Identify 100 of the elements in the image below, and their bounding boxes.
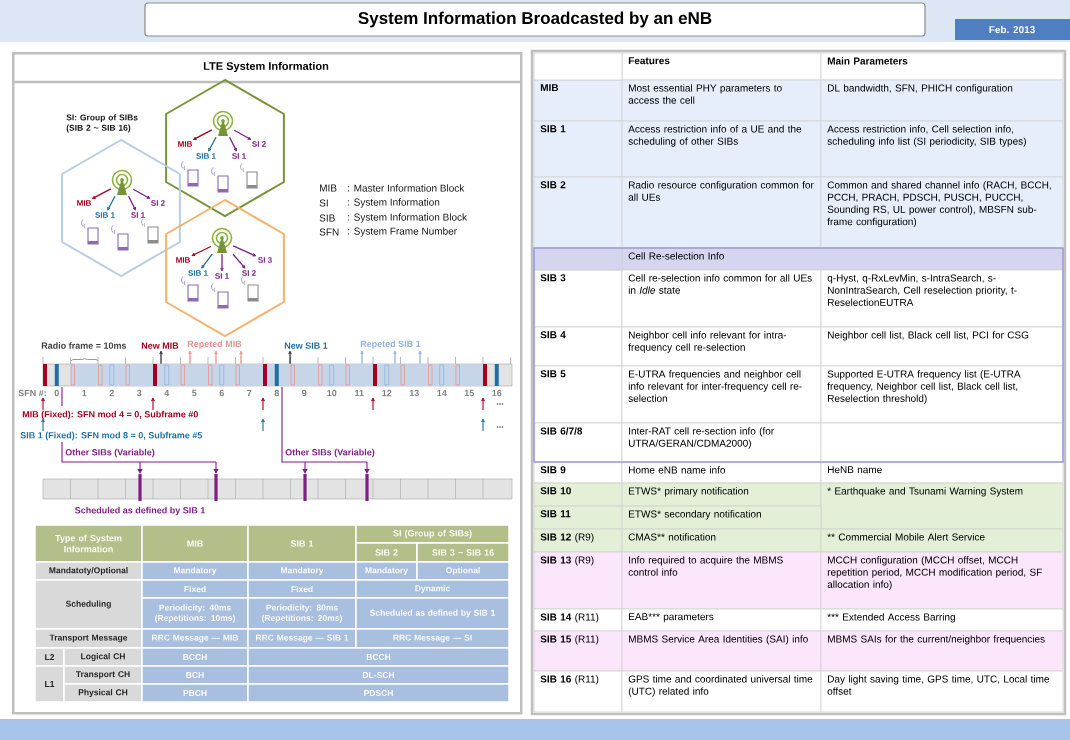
- definition: : System Information: [348, 198, 440, 208]
- annotation: SI: Group of SIBs (SIB 2 ~ SIB 16): [66, 114, 138, 133]
- table-cell: Access restriction info, Cell selection info, scheduling info list (SI periodicity, SIB types): [820, 120, 1064, 178]
- table-cell: DL bandwidth, SFN, PHICH configuration: [820, 79, 1064, 122]
- annotation: Other SIBs (Variable): [285, 448, 375, 458]
- arrow: [127, 195, 136, 211]
- abbreviation: SIB: [319, 214, 335, 222]
- callout-label: New SIB 1: [284, 342, 328, 349]
- table-cell: PBCH: [141, 683, 249, 703]
- row-header: L1: [34, 665, 65, 703]
- signal-label: SI 1: [131, 212, 145, 218]
- arrow: [418, 350, 422, 365]
- row-header: SIB 2: [533, 176, 623, 249]
- arrow: [208, 136, 217, 152]
- row-header: SIB 16 (R11): [533, 670, 623, 713]
- table-cell: MBMS SAIs for the current/neighbor frequencies: [820, 630, 1064, 672]
- arrow: [191, 245, 212, 257]
- arrow: [193, 129, 213, 140]
- definition: : System Frame Number: [348, 227, 457, 237]
- table-cell: RRC Message — MIB: [141, 628, 249, 649]
- signal-label: SIB 1: [188, 270, 208, 276]
- table-cell: Optional: [416, 561, 510, 581]
- callout-label: Repeted MIB: [187, 340, 242, 349]
- table-cell: Scheduled as defined by SIB 1: [355, 597, 510, 630]
- signal-label: SI 2: [252, 141, 266, 147]
- axis-label: SFN #:: [18, 389, 46, 397]
- signal-label: MIB: [77, 200, 91, 206]
- signal-label: SI 1: [215, 273, 229, 279]
- annotation: Other SIBs (Variable): [65, 448, 155, 458]
- signal-label: MIB: [178, 141, 192, 147]
- table-header: MIB: [141, 524, 249, 563]
- signal-label: SI 3: [258, 257, 272, 263]
- abbreviation: SFN: [319, 228, 339, 236]
- arrow: [107, 195, 116, 211]
- abbreviation: SI: [319, 199, 328, 207]
- table-cell: ** Commercial Mobile Alert Service: [820, 528, 1064, 553]
- arrow: [239, 350, 243, 365]
- ellipsis: ...: [496, 426, 504, 428]
- row-header: SIB 5: [533, 365, 623, 424]
- antenna-icon: [211, 227, 233, 253]
- row-header: SIB 14 (R11): [533, 608, 623, 632]
- table-cell: BCH: [141, 665, 249, 685]
- row-header: Physical CH: [63, 683, 143, 703]
- table-cell: Mandatory: [141, 561, 249, 581]
- date-label: Feb. 2013: [955, 19, 1070, 40]
- table-cell: Mandatory: [247, 561, 357, 581]
- table-header: SIB 3 ~ SIB 16: [416, 542, 510, 563]
- row-header: SIB 13 (R9): [533, 551, 623, 610]
- table-cell: BCCH: [141, 647, 249, 667]
- callout-label: Repeted SIB 1: [360, 340, 421, 349]
- row-header: SIB 15 (R11): [533, 630, 623, 672]
- annotation: MIB (Fixed): SFN mod 4 = 0, Subframe #0: [22, 410, 198, 420]
- row-header: SIB 6/7/8: [533, 422, 623, 463]
- table-cell: RRC Message — SI: [355, 628, 510, 649]
- arrow: [233, 129, 252, 140]
- antenna-icon: [212, 110, 234, 136]
- arrow: [393, 350, 397, 365]
- arrow: [360, 350, 364, 365]
- table-cell: *** Extended Access Barring: [820, 608, 1064, 632]
- annotation: SIB 1 (Fixed): SFN mod 8 = 0, Subframe #5: [20, 431, 203, 441]
- annotation: Radio frame = 10ms: [41, 342, 127, 349]
- table-cell: RRC Message — SIB 1: [247, 628, 357, 649]
- row-header: SIB 10: [533, 482, 623, 507]
- arrow: [232, 245, 257, 257]
- abbreviation: MIB: [320, 184, 337, 192]
- table-cell: Supported E-UTRA frequency list (E-UTRA frequency, Neighbor cell list, Black cell list, Reselection threshold): [820, 365, 1064, 424]
- row-header: SIB 4: [533, 326, 623, 367]
- table-header: Type of System Information: [34, 524, 143, 563]
- row-header: MIB: [533, 79, 623, 122]
- row-header: SIB 11: [533, 505, 623, 530]
- title-banner: System Information Broadcasted by an eNB: [144, 2, 926, 37]
- table-header: Main Parameters: [820, 52, 1064, 81]
- table-cell: MCCH configuration (MCCH offset, MCCH repetition period, MCCH modification period, SF allocation info): [820, 551, 1064, 610]
- table-cell: Fixed: [247, 579, 357, 599]
- row-header: Mandatoty/Optional: [34, 561, 143, 581]
- annotation: Scheduled as defined by SIB 1: [75, 506, 205, 516]
- signal-label: SIB 1: [196, 153, 216, 159]
- table-cell: q-Hyst, q-RxLevMin, s-IntraSearch, s-NonIntraSearch, Cell reselection priority, t-ReselectionEUTRA: [820, 269, 1064, 328]
- signal-label: SI 1: [232, 153, 246, 159]
- row-header: SIB 1: [533, 120, 623, 178]
- arrow: [288, 350, 292, 365]
- ellipsis: ...: [496, 403, 504, 405]
- table-cell: Fixed: [141, 579, 249, 599]
- row-header: Transport CH: [63, 665, 143, 685]
- arrow: [159, 350, 163, 365]
- signal-label: SI 2: [242, 270, 256, 276]
- table-cell: Neighbor cell list, Black cell list, PCI for CSG: [820, 326, 1064, 367]
- row-header: L2: [34, 647, 65, 667]
- callout-label: New MIB: [141, 342, 179, 349]
- arrow: [232, 253, 246, 269]
- arrow: [188, 350, 192, 365]
- signal-label: MIB: [176, 257, 190, 263]
- arrow: [220, 253, 224, 272]
- signal-label: SIB 1: [95, 212, 115, 218]
- definition: : Master Information Block: [348, 184, 465, 192]
- arrow: [201, 253, 213, 269]
- table-cell: Periodicity: 40ms (Repetitions: 10ms): [141, 597, 249, 630]
- definition: : System Information Block: [348, 213, 468, 223]
- arrow: [228, 136, 237, 152]
- row-header: SIB 12 (R9): [533, 528, 623, 553]
